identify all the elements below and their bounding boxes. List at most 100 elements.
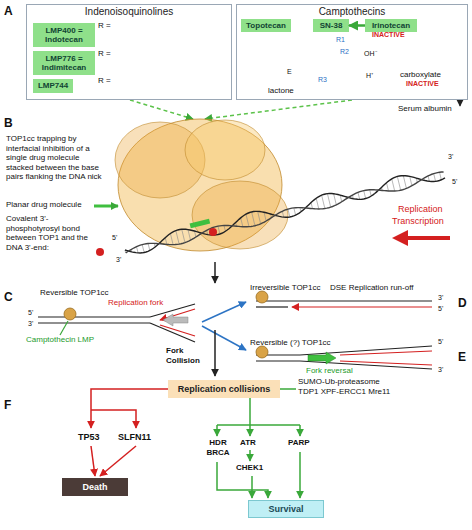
panel-letter: E xyxy=(458,350,466,364)
base-pair xyxy=(327,194,330,208)
base-pair xyxy=(311,203,312,209)
reagent-label: OH⁻ xyxy=(364,50,377,58)
covalent-bond-dot xyxy=(209,228,217,236)
box-label: Replication collisions xyxy=(178,384,271,394)
survival-pathway xyxy=(251,476,253,498)
strand-end: 5' xyxy=(438,338,443,346)
base-pair xyxy=(170,233,173,244)
base-pair xyxy=(392,179,395,191)
nascent-strand xyxy=(292,306,432,307)
death-pathway xyxy=(91,389,168,428)
base-pair xyxy=(316,198,319,209)
dna-strand xyxy=(126,172,444,253)
drug-key-arrow xyxy=(94,205,118,208)
status-label: INACTIVE xyxy=(406,80,439,88)
flow-arrow xyxy=(214,330,216,376)
base-pair xyxy=(264,212,266,221)
process-label: Transcription xyxy=(392,216,444,227)
state-label: DSE Replication run-off xyxy=(330,283,413,293)
gene-label: TP53 xyxy=(78,432,100,443)
nascent-strand xyxy=(340,361,432,365)
base-pair xyxy=(387,183,389,191)
repair-pathway xyxy=(299,425,301,436)
panel-letter: C xyxy=(4,290,13,304)
box-label: Irinotecan xyxy=(372,21,410,30)
top1cc-symbol xyxy=(64,308,76,320)
protein-lobe xyxy=(185,120,265,180)
death-pathway xyxy=(91,446,95,476)
process-box: Replication collisions xyxy=(168,380,280,398)
top1-protein xyxy=(115,119,288,251)
panel-letter: F xyxy=(4,398,11,412)
outcome-box: Death xyxy=(62,478,128,496)
box-label: Survival xyxy=(268,504,303,514)
strand-end: 5' xyxy=(112,234,117,242)
drug-label: Camptothecin LMP xyxy=(26,335,94,345)
form-label: carboxylate xyxy=(400,70,441,80)
dna-strand xyxy=(300,346,432,355)
box-label: LMP776 = Indimitecan xyxy=(33,54,95,72)
nascent-strand xyxy=(160,325,195,336)
base-pair xyxy=(176,231,179,245)
drug-box: LMP400 = Indotecan xyxy=(33,23,95,47)
base-pair xyxy=(218,226,220,234)
drug-box: Irinotecan xyxy=(365,19,417,32)
base-pair xyxy=(410,176,412,185)
drug-box: LMP776 = Indimitecan xyxy=(33,51,95,75)
strand-end: 5' xyxy=(28,309,33,317)
drug-molecule xyxy=(190,219,211,229)
form-label: lactone xyxy=(268,86,294,96)
status-label: INACTIVE xyxy=(372,31,405,39)
flow-arrow xyxy=(214,262,216,283)
pathway-label: ATR xyxy=(240,438,256,448)
group-heading: Camptothecins xyxy=(319,6,386,18)
drug-box: Topotecan xyxy=(241,19,291,32)
state-label: Reversible TOP1cc xyxy=(40,288,109,298)
formula-label: R = xyxy=(98,21,111,31)
box-label: SN-38 xyxy=(320,21,343,30)
repair-pathway xyxy=(216,425,218,436)
base-pair xyxy=(241,218,243,227)
note: TOP1cc trapping by interfacial inhibitio… xyxy=(6,134,106,182)
death-pathway xyxy=(100,446,136,476)
nascent-strand xyxy=(340,351,432,355)
process-label: Replication fork xyxy=(108,298,163,308)
panel-letter: B xyxy=(4,116,13,130)
formula-label: R = xyxy=(98,76,111,86)
dna-strand xyxy=(38,322,150,323)
top1cc-symbol xyxy=(256,346,268,358)
dna-strand xyxy=(256,300,432,301)
pathway-label: HDR BRCA xyxy=(202,438,234,457)
fork-reversal-arrow xyxy=(308,352,336,364)
survival-pathway xyxy=(217,462,268,498)
dna-strand xyxy=(256,360,300,361)
substituent-label: R1 xyxy=(336,36,345,44)
repair-pathway xyxy=(217,424,300,426)
branch-arrow xyxy=(202,326,246,350)
strand-end: 5' xyxy=(438,305,443,313)
base-pair xyxy=(282,211,283,217)
dna-strand xyxy=(38,316,150,317)
base-pair xyxy=(182,229,185,242)
formula-label: R = xyxy=(98,49,111,59)
fork-direction-arrow xyxy=(163,314,188,326)
process-label: Fork reversal xyxy=(306,366,353,376)
pathway-label: PARP xyxy=(288,438,310,448)
state-label: Irreversible TOP1cc xyxy=(250,283,320,293)
base-pair xyxy=(148,244,150,251)
base-pair xyxy=(165,238,167,245)
reagent-label: H⁺ xyxy=(366,72,373,80)
base-pair xyxy=(334,194,337,205)
pathway-label: SUMO-Ub-proteasome TDP1 XPF-ERCC1 Mre11 xyxy=(298,377,398,396)
group-heading: Indenoisoquinolines xyxy=(85,6,173,18)
box-label: LMP744 xyxy=(38,81,68,90)
base-pair xyxy=(364,191,366,199)
strand-end: 3' xyxy=(116,256,121,264)
dashed-pointer xyxy=(205,100,352,119)
base-pair xyxy=(252,212,255,226)
branch-arrow xyxy=(202,302,246,322)
strand-end: 3' xyxy=(28,320,33,328)
group-panel: IndenoisoquinolinesLMP400 = IndotecanLMP… xyxy=(26,4,232,100)
base-pair xyxy=(440,172,442,179)
base-pair xyxy=(358,192,360,199)
